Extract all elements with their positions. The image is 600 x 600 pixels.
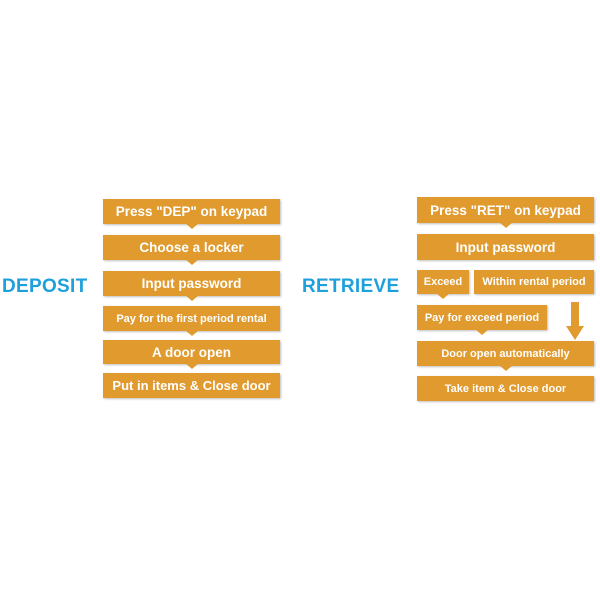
- retrieve-step-input-password: Input password: [417, 234, 594, 260]
- deposit-step-input-password: Input password: [103, 271, 280, 301]
- down-arrow-icon: [566, 302, 584, 340]
- retrieve-step-take-item: Take item & Close door: [417, 376, 594, 401]
- deposit-step-door-open: A door open: [103, 340, 280, 369]
- retrieve-title: RETRIEVE: [302, 276, 400, 297]
- deposit-step-press-dep: Press "DEP" on keypad: [103, 199, 280, 229]
- deposit-step-choose-locker: Choose a locker: [103, 235, 280, 265]
- retrieve-branch-exceed: Exceed: [417, 270, 469, 299]
- retrieve-step-door-open-auto: Door open automatically: [417, 341, 594, 371]
- deposit-step-pay-first-period: Pay for the first period rental: [103, 306, 280, 336]
- deposit-title: DEPOSIT: [2, 276, 88, 297]
- retrieve-step-press-ret: Press "RET" on keypad: [417, 197, 594, 228]
- retrieve-step-pay-exceed: Pay for exceed period: [417, 305, 547, 335]
- deposit-step-put-items: Put in items & Close door: [103, 373, 280, 398]
- retrieve-branch-within-period: Within rental period: [474, 270, 594, 294]
